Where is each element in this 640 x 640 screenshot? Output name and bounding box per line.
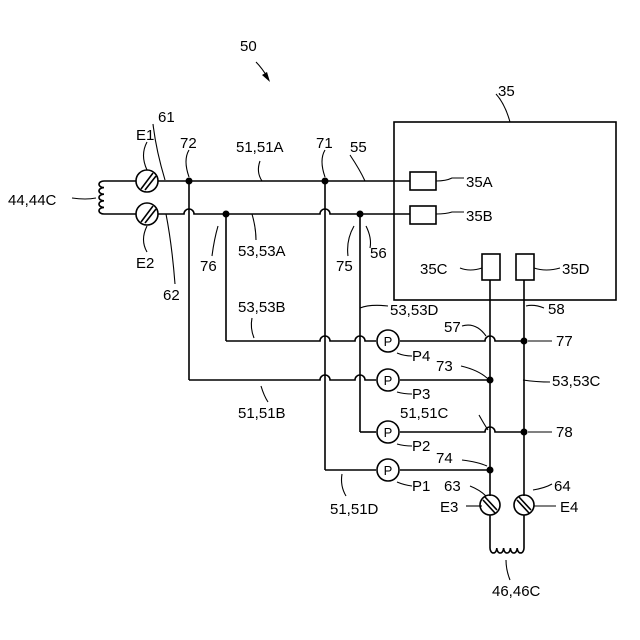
terminal-35a [410,172,436,190]
coil-bottom-icon [490,515,524,553]
label-57: 57 [444,319,461,336]
label-50: 50 [240,38,257,55]
label-53-53b: 53,53B [238,299,286,316]
label-51-51b: 51,51B [238,405,286,422]
label-75: 75 [336,258,353,275]
label-53-53a: 53,53A [238,243,286,260]
label-58: 58 [548,301,565,318]
terminal-35d [516,254,534,280]
label-35: 35 [498,83,515,100]
arrow-icon [256,62,270,82]
label-35c: 35C [420,261,448,278]
label-e4: E4 [560,499,578,516]
label-76: 76 [200,258,217,275]
terminal-e2-icon [136,203,158,225]
label-55: 55 [350,139,367,156]
label-53-53c: 53,53C [552,373,601,390]
label-35d: 35D [562,261,590,278]
label-64: 64 [554,478,571,495]
label-e3: E3 [440,499,458,516]
label-63: 63 [444,478,461,495]
coil-left-icon [99,181,120,214]
svg-text:P: P [384,373,393,388]
wiring [120,181,524,496]
label-53-53d: 53,53D [390,302,439,319]
label-p4: P4 [412,348,430,365]
label-p2: P2 [412,438,430,455]
svg-text:P: P [384,425,393,440]
label-51-51c: 51,51C [400,405,449,422]
terminal-e1-icon [136,170,158,192]
terminal-35c [482,254,500,280]
label-p1: P1 [412,478,430,495]
svg-text:P: P [384,463,393,478]
label-74: 74 [436,450,453,467]
svg-text:P: P [384,334,393,349]
label-35a: 35A [466,174,493,191]
label-51-51d: 51,51D [330,501,379,518]
label-61: 61 [158,109,175,126]
label-e2: E2 [136,255,154,272]
label-51-51a: 51,51A [236,139,284,156]
label-77: 77 [556,333,573,350]
label-e1: E1 [136,127,154,144]
pump-p3-icon: P [377,369,399,391]
label-62: 62 [163,287,180,304]
terminal-e4-icon [514,495,534,515]
terminal-e3-icon [480,495,500,515]
label-44-44c: 44,44C [8,192,57,209]
label-72: 72 [180,135,197,152]
label-46-46c: 46,46C [492,583,541,600]
label-73: 73 [436,358,453,375]
label-56: 56 [370,245,387,262]
label-p3: P3 [412,386,430,403]
label-35b: 35B [466,208,493,225]
terminal-35b [410,206,436,224]
label-71: 71 [316,135,333,152]
label-78: 78 [556,424,573,441]
pump-p2-icon: P [377,421,399,443]
pump-p4-icon: P [377,330,399,352]
pump-p1-icon: P [377,459,399,481]
